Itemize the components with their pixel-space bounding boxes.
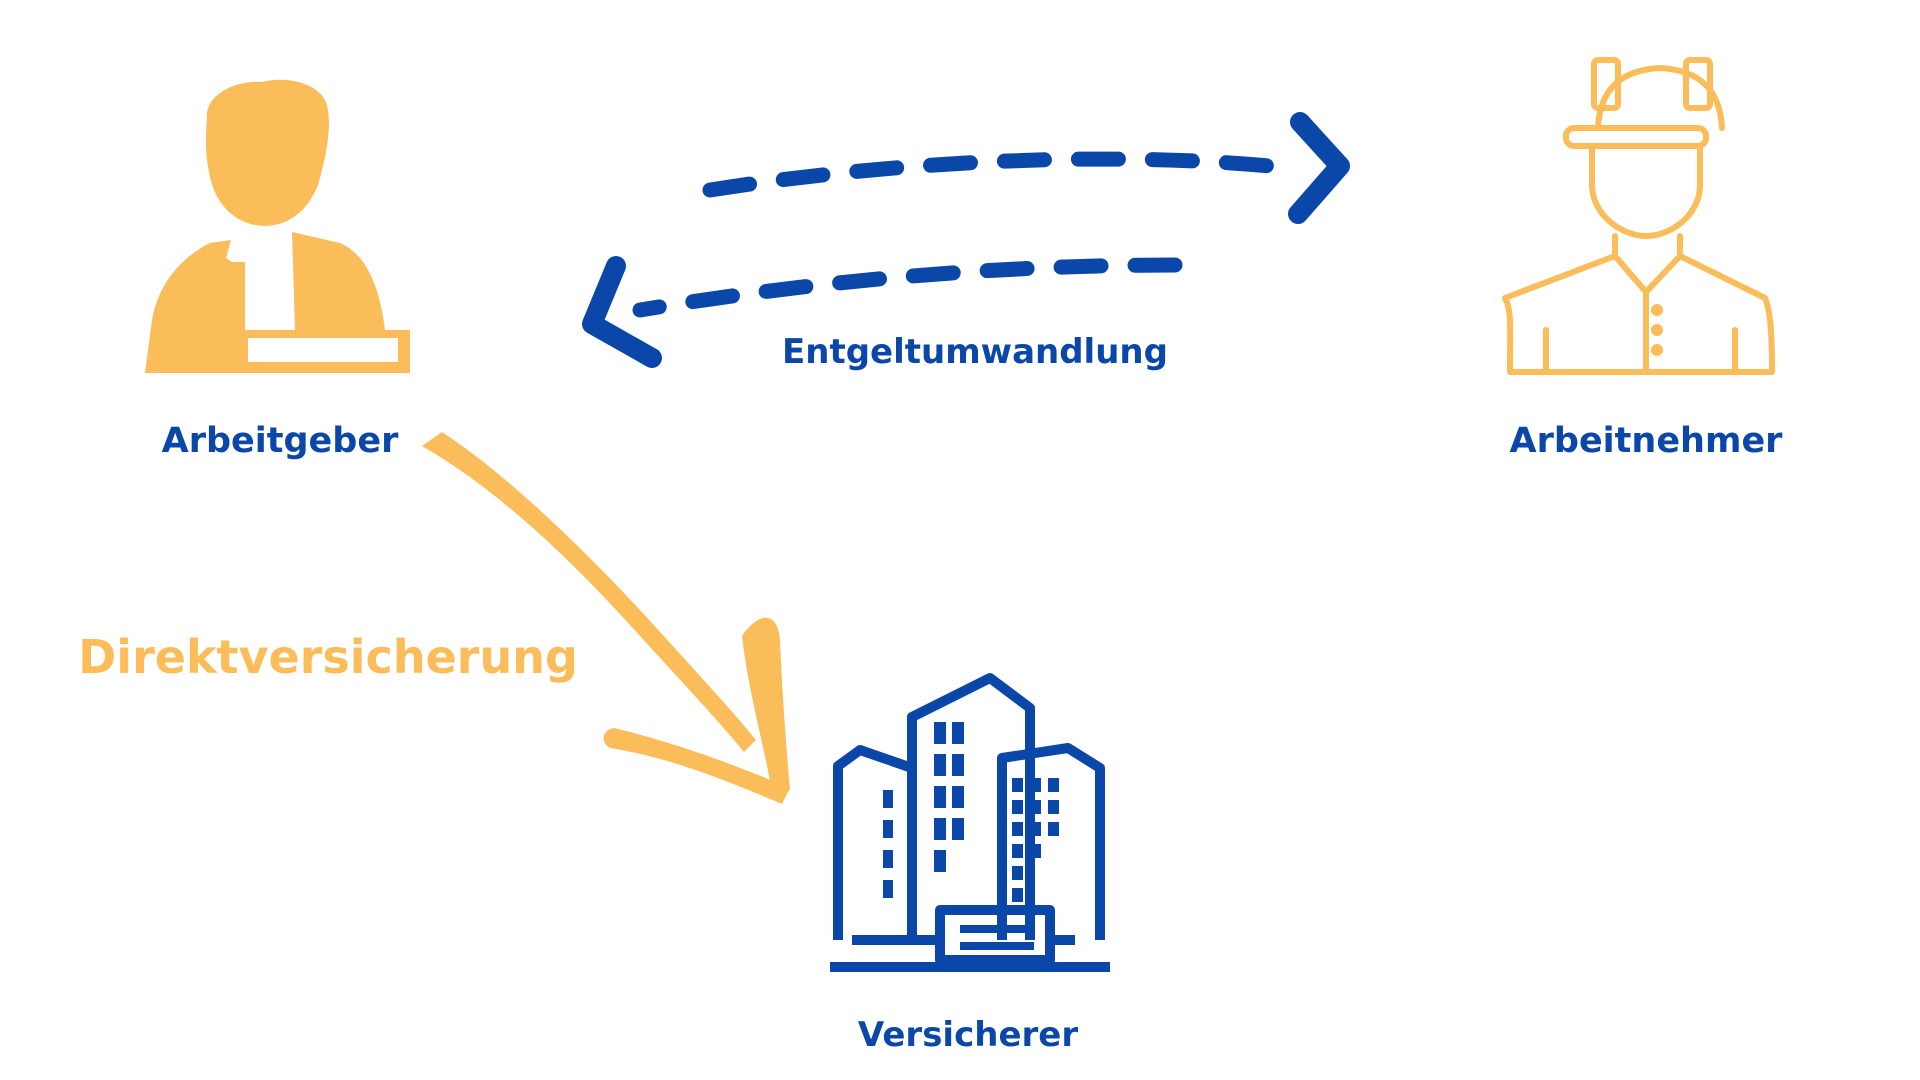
direct-insurance-label: Direktversicherung [78,630,578,684]
arrow-right-dashed [702,112,1350,224]
construction-worker-icon [1502,57,1775,375]
insurer-label: Versicherer [857,1015,1079,1055]
employee-label: Arbeitnehmer [1509,421,1783,461]
office-building-icon [830,673,1110,972]
salary-conversion-label: Entgeltumwandlung [782,332,1168,372]
arrow-brush-direct [422,432,790,804]
businessman-icon [145,79,410,373]
employer-label: Arbeitgeber [161,421,399,461]
arrow-left-dashed [582,256,1183,368]
